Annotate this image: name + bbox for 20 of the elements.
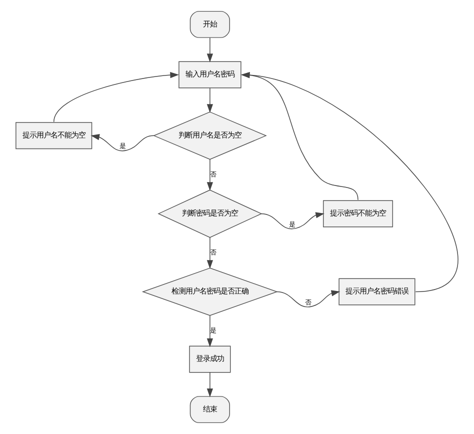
- arrow: [206, 37, 213, 62]
- arrow: [206, 315, 213, 348]
- node-box: 提示密码不能为空: [323, 200, 394, 228]
- arrow: [206, 372, 213, 398]
- arrow: [206, 88, 213, 113]
- arrow: [206, 159, 213, 191]
- node-diamond: 判断密码是否为空: [158, 190, 262, 238]
- arrow: [276, 290, 340, 308]
- node-diamond: 检测用户名密码是否正确: [142, 268, 278, 316]
- node-box: 提示用户名不能为空: [16, 122, 92, 150]
- arrow: [53, 72, 179, 122]
- node-box: 开始: [190, 10, 230, 38]
- arrow: [90, 134, 154, 152]
- node-box: 提示用户名密码错误: [338, 278, 416, 306]
- arrow: [206, 237, 213, 269]
- node-box: 登录成功: [189, 346, 231, 373]
- node-box: 结束: [190, 396, 230, 424]
- node-box: 输入用户名密码: [178, 61, 242, 88]
- arrow: [260, 212, 324, 230]
- node-diamond: 判断用户名是否为空: [152, 112, 267, 160]
